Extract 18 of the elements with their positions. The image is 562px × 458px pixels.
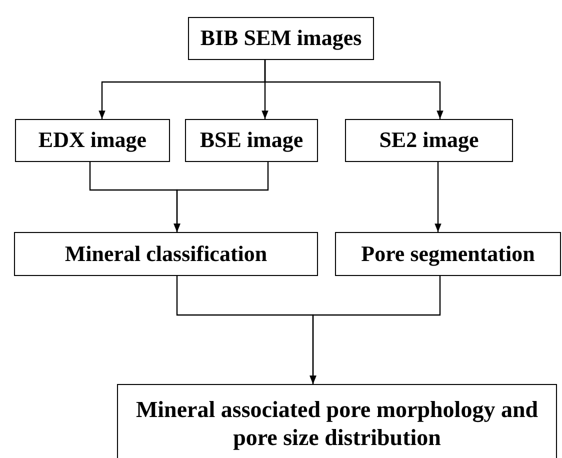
process-box [14, 232, 318, 276]
process-box [335, 232, 561, 276]
connector-arrow [434, 162, 442, 232]
box-label: EDX image [38, 127, 147, 154]
box-label: SE2 image [379, 127, 479, 154]
process-box [117, 384, 557, 458]
box-label: Pore segmentation [361, 240, 535, 268]
box-label: Mineral classification [64, 240, 268, 268]
process-box [15, 119, 170, 162]
box-label: BIB SEM images [200, 25, 362, 52]
connector-arrow [174, 162, 269, 232]
process-box [345, 119, 513, 162]
process-box [185, 119, 318, 162]
process-box [188, 17, 374, 60]
connector-arrow [310, 276, 441, 384]
connector-arrow [264, 60, 444, 119]
box-label: Mineral associated pore morphology and pore size distribution [134, 396, 540, 452]
box-label: BSE image [200, 127, 304, 154]
